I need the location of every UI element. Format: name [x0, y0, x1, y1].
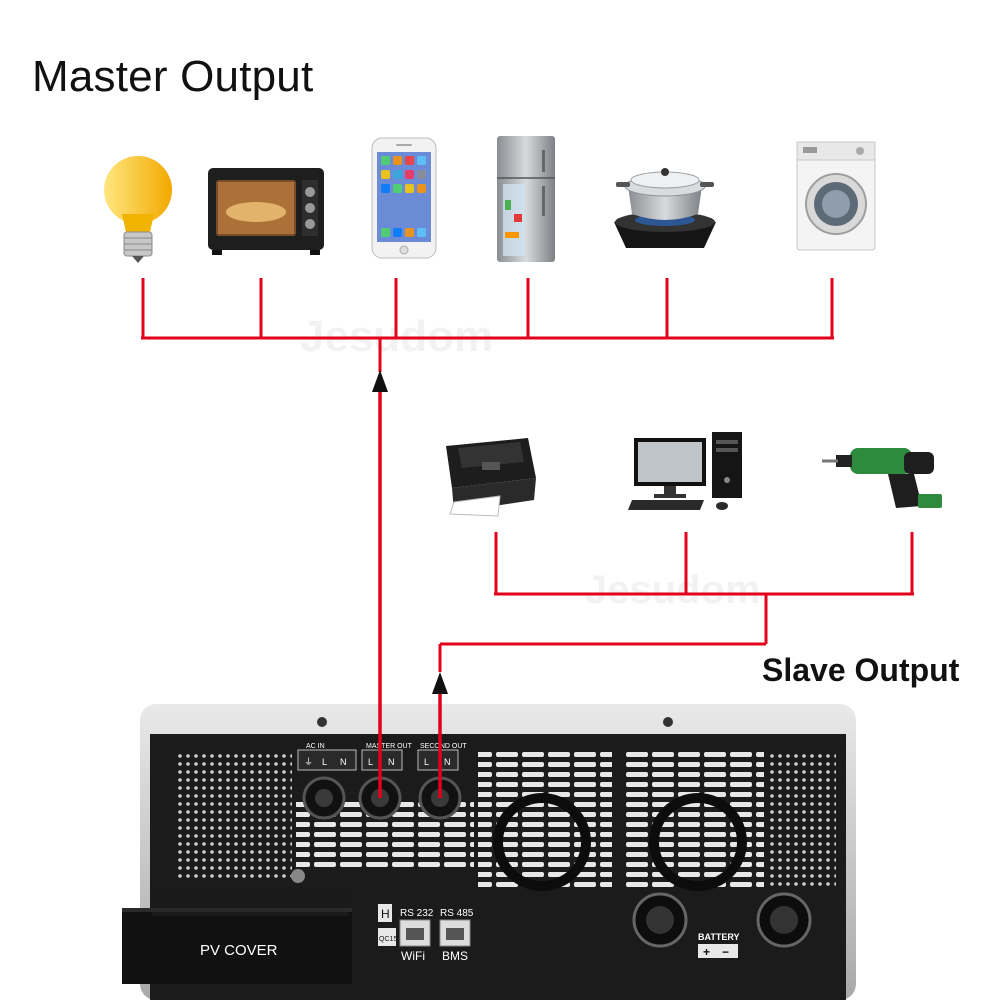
battery-minus: − [722, 945, 729, 959]
oven-icon [208, 168, 324, 255]
stove-pot-icon [614, 168, 716, 248]
bms-label: BMS [442, 949, 468, 963]
ac-in-label: AC IN [306, 743, 325, 750]
second-out-label: SECOND OUT [420, 743, 467, 750]
master-out-pin-n: N [388, 757, 395, 767]
battery-plus: + [703, 945, 710, 959]
h-sticker: H [381, 907, 390, 921]
power-drill-icon [822, 448, 942, 508]
vent-grille [626, 752, 764, 890]
rs232-label: RS 232 [400, 908, 434, 919]
diagram-title: Master Output [32, 52, 314, 101]
ac-in-pin-ground: ⏚ [304, 757, 313, 767]
ac-in-pin-l: L [322, 757, 327, 767]
qc-sticker: QC15 [379, 936, 397, 943]
slave-feed-line [432, 672, 448, 798]
master-feed-line [372, 370, 388, 798]
washing-machine-icon [796, 141, 876, 251]
rs485-label: RS 485 [440, 908, 474, 919]
inverter-unit [122, 704, 856, 1000]
light-bulb-icon [104, 156, 172, 263]
smartphone-icon [371, 137, 437, 259]
master-out-pin-l: L [368, 757, 373, 767]
printer-icon [446, 438, 536, 517]
ground-screw [291, 869, 305, 883]
vent-grille [770, 752, 836, 890]
battery-label: BATTERY [698, 932, 740, 942]
desktop-computer-icon [628, 432, 742, 510]
pv-cover-label: PV COVER [200, 942, 278, 959]
second-out-pin-n: N [444, 757, 451, 767]
refrigerator-icon [497, 136, 555, 262]
wifi-label: WiFi [401, 949, 425, 963]
watermark: Jesudom [585, 568, 761, 612]
master-out-label: MASTER OUT [366, 743, 413, 750]
vent-grille [174, 752, 292, 880]
ac-in-pin-n: N [340, 757, 347, 767]
slave-output-label: Slave Output [762, 652, 960, 688]
second-out-pin-l: L [424, 757, 429, 767]
pv-cover [122, 912, 352, 984]
slave-bus-wiring [438, 532, 914, 672]
master-bus-wiring [141, 278, 834, 372]
